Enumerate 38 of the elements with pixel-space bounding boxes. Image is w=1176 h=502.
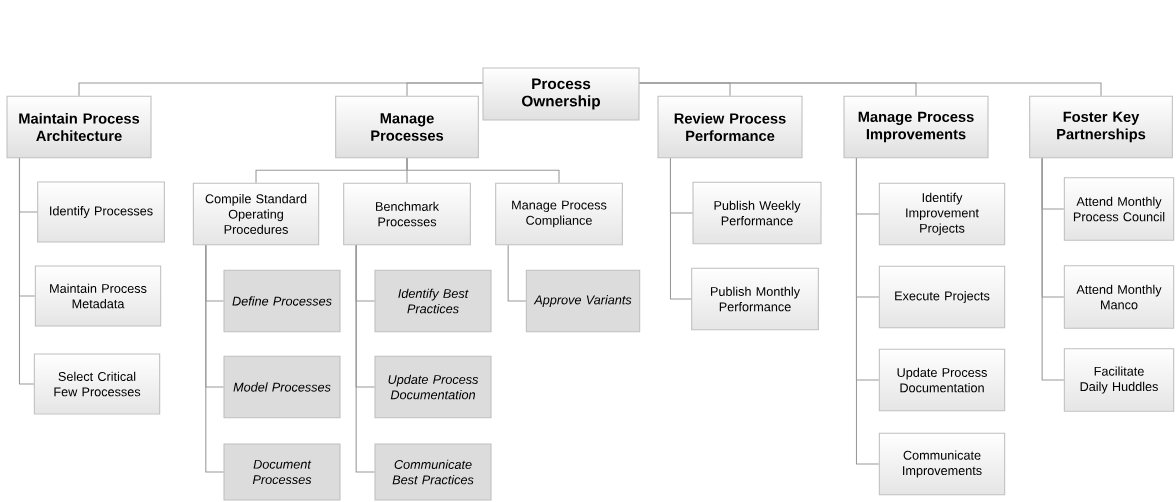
task-box: Facilitate Daily Huddles (1063, 348, 1175, 412)
connector (855, 157, 880, 465)
connector (406, 82, 483, 97)
connector (406, 157, 560, 184)
category-box: Manage Processes (335, 95, 479, 159)
category-box: Foster Key Partnerships (1029, 95, 1173, 159)
task-box: Execute Projects (878, 265, 1006, 329)
connector (1041, 157, 1065, 381)
task-box: Publish Monthly Performance (691, 267, 819, 331)
task-box: Maintain Process Metadata (34, 265, 162, 327)
task-box: Communicate Improvements (878, 432, 1006, 496)
task-box: Benchmark Processes (343, 182, 471, 246)
category-box: Review Process Performance (657, 95, 803, 159)
task-box: Identify Improvement Projects (878, 182, 1006, 246)
task-box: Manage Process Compliance (495, 182, 623, 246)
subtask-box: Communicate Best Practices (374, 443, 492, 501)
root-box: Process Ownership (482, 67, 640, 121)
task-box: Attend Monthly Process Council (1063, 177, 1175, 241)
category-box: Maintain Process Architecture (6, 95, 152, 159)
connector (639, 82, 1102, 97)
task-box: Compile Standard Operating Procedures (192, 182, 320, 246)
connector (507, 244, 527, 302)
subtask-box: Document Processes (223, 443, 341, 501)
subtask-box: Define Processes (223, 269, 341, 333)
connector (355, 244, 375, 473)
task-box: Publish Weekly Performance (692, 181, 822, 245)
subtask-box: Update Process Documentation (374, 355, 492, 419)
task-box: Attend Monthly Manco (1063, 265, 1175, 329)
task-box: Update Process Documentation (878, 348, 1006, 412)
subtask-box: Approve Variants (525, 269, 641, 333)
task-box: Select Critical Few Processes (33, 353, 161, 415)
connector (205, 244, 224, 473)
connector (669, 157, 692, 300)
subtask-box: Identify Best Practices (374, 269, 492, 333)
task-box: Identify Processes (37, 181, 165, 243)
category-box: Manage Process Improvements (843, 95, 989, 159)
connector (18, 157, 35, 385)
subtask-box: Model Processes (223, 355, 341, 419)
